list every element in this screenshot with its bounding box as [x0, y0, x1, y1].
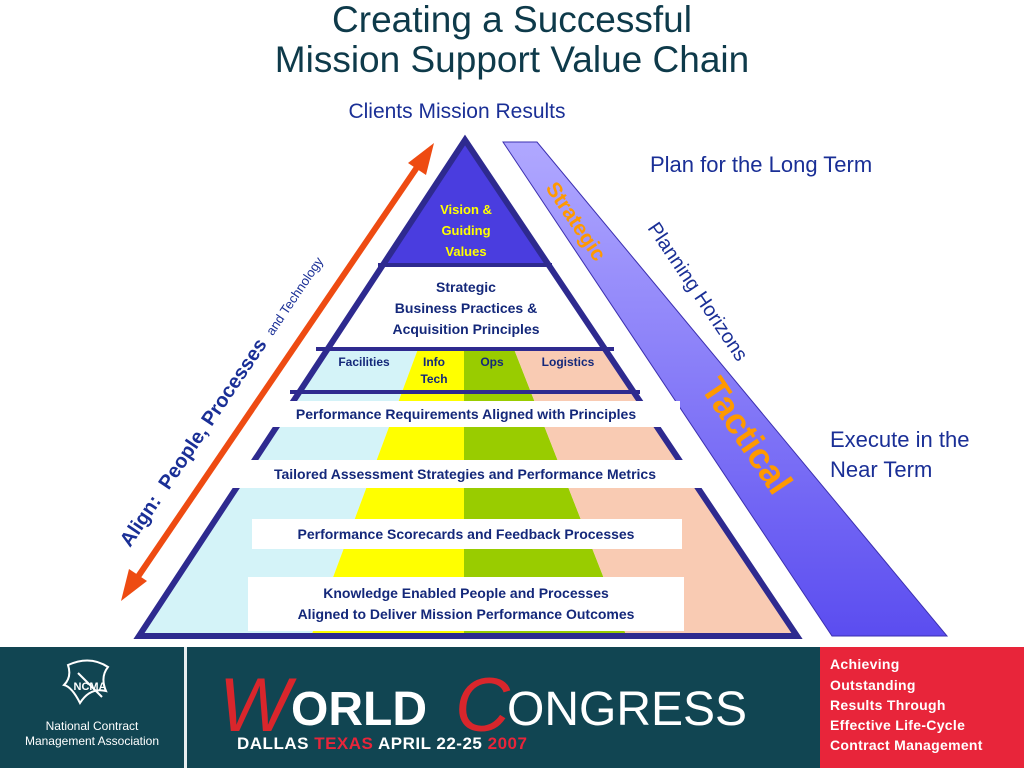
strategic-layer-line-2: Business Practices & [395, 300, 537, 316]
band-1-box [252, 401, 680, 427]
band-2-text: Tailored Assessment Strategies and Perfo… [274, 466, 656, 482]
tagline-line-4: Effective Life-Cycle [830, 717, 966, 733]
footer-divider [184, 647, 187, 768]
strategic-layer-line-1: Strategic [436, 279, 496, 295]
band-3-box [252, 519, 682, 549]
title-line-2: Mission Support Value Chain [274, 39, 750, 80]
band-2-box [226, 460, 704, 488]
apex-line-3: Values [445, 244, 486, 259]
ncma-name-line-1: National Contract [45, 719, 139, 733]
event-year: 2007 [487, 734, 528, 753]
event-dates-range: APRIL 22-25 [377, 734, 483, 753]
align-arrow [121, 143, 434, 601]
align-suffix: and Technology [263, 254, 327, 338]
congress-c: C [455, 663, 511, 748]
world-congress-logo: W ORLD C ONGRESS DALLAS TEXAS APRIL 22-2… [187, 647, 820, 768]
tagline-line-1: Achieving [830, 656, 900, 672]
tagline-line-3: Results Through [830, 697, 946, 713]
column-label-ops: Ops [480, 355, 504, 369]
tagline-line-5: Contract Management [830, 737, 983, 753]
event-city: DALLAS [237, 734, 309, 753]
footer-banner: NCMA National Contract Management Associ… [0, 647, 1024, 768]
base-box [248, 577, 684, 631]
note-near-term-line-1: Execute in the [830, 427, 970, 452]
base-box-line-2: Aligned to Deliver Mission Performance O… [298, 606, 635, 622]
ncma-name: National Contract Management Association [0, 719, 184, 749]
band-1-text: Performance Requirements Aligned with Pr… [296, 406, 636, 422]
ncma-logo: NCMA [62, 659, 110, 706]
tagline-line-2: Outstanding [830, 677, 916, 693]
apex-line-1: Vision & [440, 202, 492, 217]
strategic-layer-line-3: Acquisition Principles [392, 321, 539, 337]
congress-ongress: ONGRESS [507, 683, 747, 736]
ncma-name-line-2: Management Association [24, 734, 160, 748]
column-label-facilities: Facilities [338, 355, 390, 369]
event-dates: DALLAS TEXAS APRIL 22-25 2007 [237, 734, 527, 754]
column-label-info: Info [423, 355, 445, 369]
note-near-term-line-2: Near Term [830, 457, 933, 482]
event-state: TEXAS [314, 734, 374, 753]
planning-horizon-bar [502, 141, 949, 637]
value-chain-diagram: Vision & Guiding Values Strategic Busine… [116, 134, 949, 639]
column-label-logistics: Logistics [542, 355, 595, 369]
note-long-term: Plan for the Long Term [650, 152, 873, 177]
world-congress-wordmark: W ORLD C ONGRESS [219, 663, 747, 748]
pyramid-outline [133, 134, 803, 639]
column-label-tech: Tech [420, 372, 447, 386]
ncma-logo-text: NCMA [74, 681, 107, 693]
title-line-1: Creating a Successful [332, 0, 692, 40]
base-box-line-1: Knowledge Enabled People and Processes [323, 585, 609, 601]
slide-subtitle: Clients Mission Results [348, 100, 566, 123]
congress-w: W [219, 663, 297, 748]
band-3-text: Performance Scorecards and Feedback Proc… [298, 526, 635, 542]
tagline-box: Achieving Outstanding Results Through Ef… [820, 647, 1024, 768]
ncma-section: NCMA National Contract Management Associ… [0, 647, 184, 768]
slide-title: Creating a Successful Mission Support Va… [212, 0, 812, 80]
congress-orld: ORLD [291, 683, 427, 736]
pyramid-apex-fill [378, 140, 552, 265]
apex-line-2: Guiding [441, 223, 490, 238]
